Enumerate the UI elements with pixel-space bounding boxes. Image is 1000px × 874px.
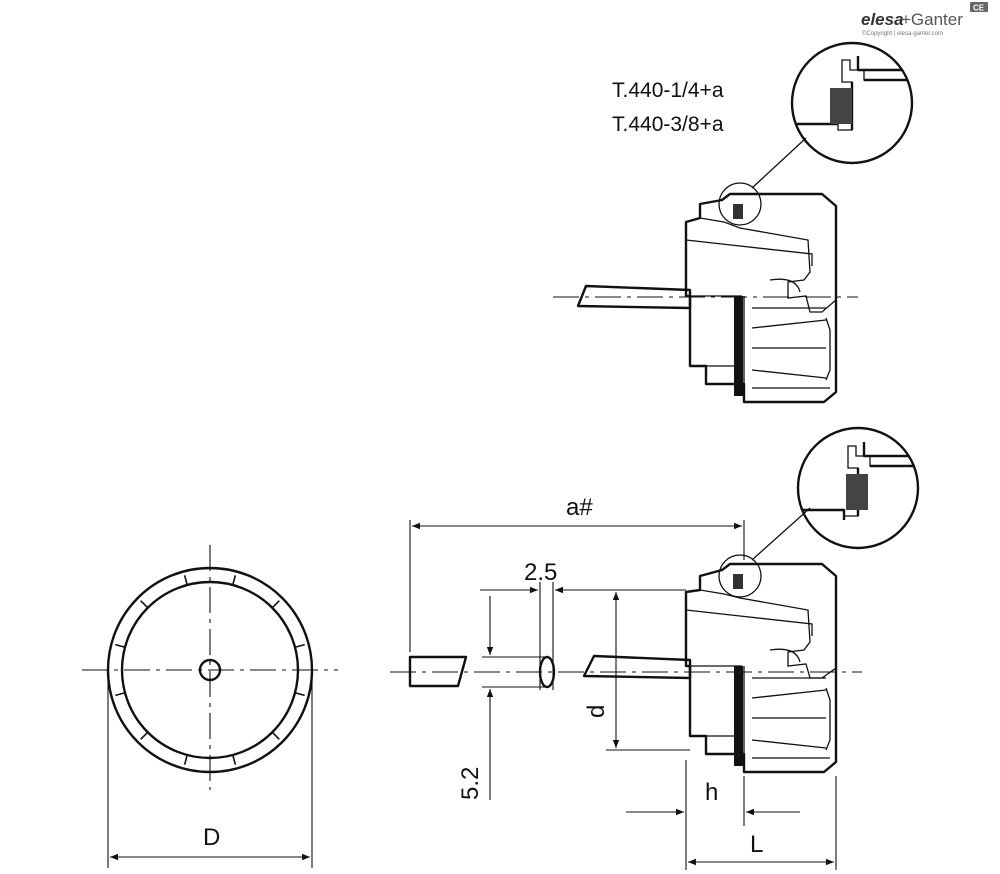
end-view-notch — [271, 731, 280, 740]
dimension-D-label: D — [203, 824, 220, 851]
dimension-slot-width: 2.5 — [480, 559, 588, 690]
top-seal-ring — [734, 296, 743, 396]
callout-variant-1: T.440-1/4+a — [612, 79, 724, 102]
end-view-notch — [115, 692, 126, 697]
end-view-notch — [294, 692, 305, 697]
end-view-notch — [140, 731, 149, 740]
dimension-h-label: h — [705, 779, 718, 806]
bottom-detail-marker — [718, 554, 762, 598]
end-view-notch — [294, 643, 305, 648]
callout-variant-2: T.440-3/8+a — [612, 113, 724, 136]
dimension-slot-length: 5.2 — [457, 596, 548, 800]
dimension-h: h — [626, 760, 800, 870]
top-inner-lines — [685, 239, 813, 384]
end-view-notch — [271, 600, 280, 609]
dimension-a-label: a# — [566, 494, 593, 521]
dimension-a: a# — [409, 494, 745, 652]
bottom-section-view — [390, 507, 862, 774]
bottom-knurl-lines — [751, 677, 831, 759]
top-detail-view — [790, 41, 914, 165]
end-view-notch — [183, 575, 188, 586]
ce-badge — [970, 2, 988, 12]
end-view-notch — [232, 754, 237, 765]
top-detail-marker — [718, 182, 762, 226]
top-seal-detail — [733, 204, 743, 219]
brand-logo: elesa +Ganter ©Copyright | elesa-ganter.… — [861, 2, 988, 37]
bottom-dipstick-blade — [582, 654, 692, 680]
top-dipstick-blade — [576, 284, 692, 310]
dimension-slot-length-label: 5.2 — [457, 767, 484, 800]
bottom-seal-detail — [733, 574, 743, 589]
end-view-notch — [115, 643, 126, 648]
dimension-slot-width-label: 2.5 — [524, 559, 557, 586]
bottom-inner-lines — [685, 609, 813, 754]
top-knurl-lines — [751, 307, 831, 389]
dimension-d-label: d — [583, 705, 610, 718]
top-section-view — [553, 137, 858, 404]
end-view-notch — [183, 754, 188, 765]
ce-mark: CE — [973, 4, 985, 13]
dimension-D: D — [107, 680, 313, 868]
bottom-detail-view — [796, 426, 920, 550]
bottom-cap-outline — [684, 562, 838, 774]
dimension-L-label: L — [750, 831, 763, 858]
brand-copyright: ©Copyright | elesa-ganter.com — [862, 30, 943, 37]
bottom-cap-hatch — [699, 563, 837, 679]
dimension-L: L — [688, 776, 837, 870]
end-view-notch — [140, 600, 149, 609]
bottom-retaining-clip — [769, 648, 801, 663]
brand-name-ganter: +Ganter — [901, 10, 963, 29]
brand-name-elesa: elesa — [861, 10, 904, 29]
top-detail-leader — [751, 137, 807, 189]
end-view-notch — [232, 575, 237, 586]
bottom-seal-ring — [734, 666, 743, 766]
top-retaining-clip — [769, 278, 801, 293]
end-view-notches — [115, 575, 305, 765]
bottom-detail-leader — [751, 507, 811, 561]
top-cap-outline — [684, 192, 838, 404]
end-view — [82, 545, 338, 790]
dipstick-tip — [408, 655, 468, 688]
dimension-d: d — [583, 589, 690, 751]
